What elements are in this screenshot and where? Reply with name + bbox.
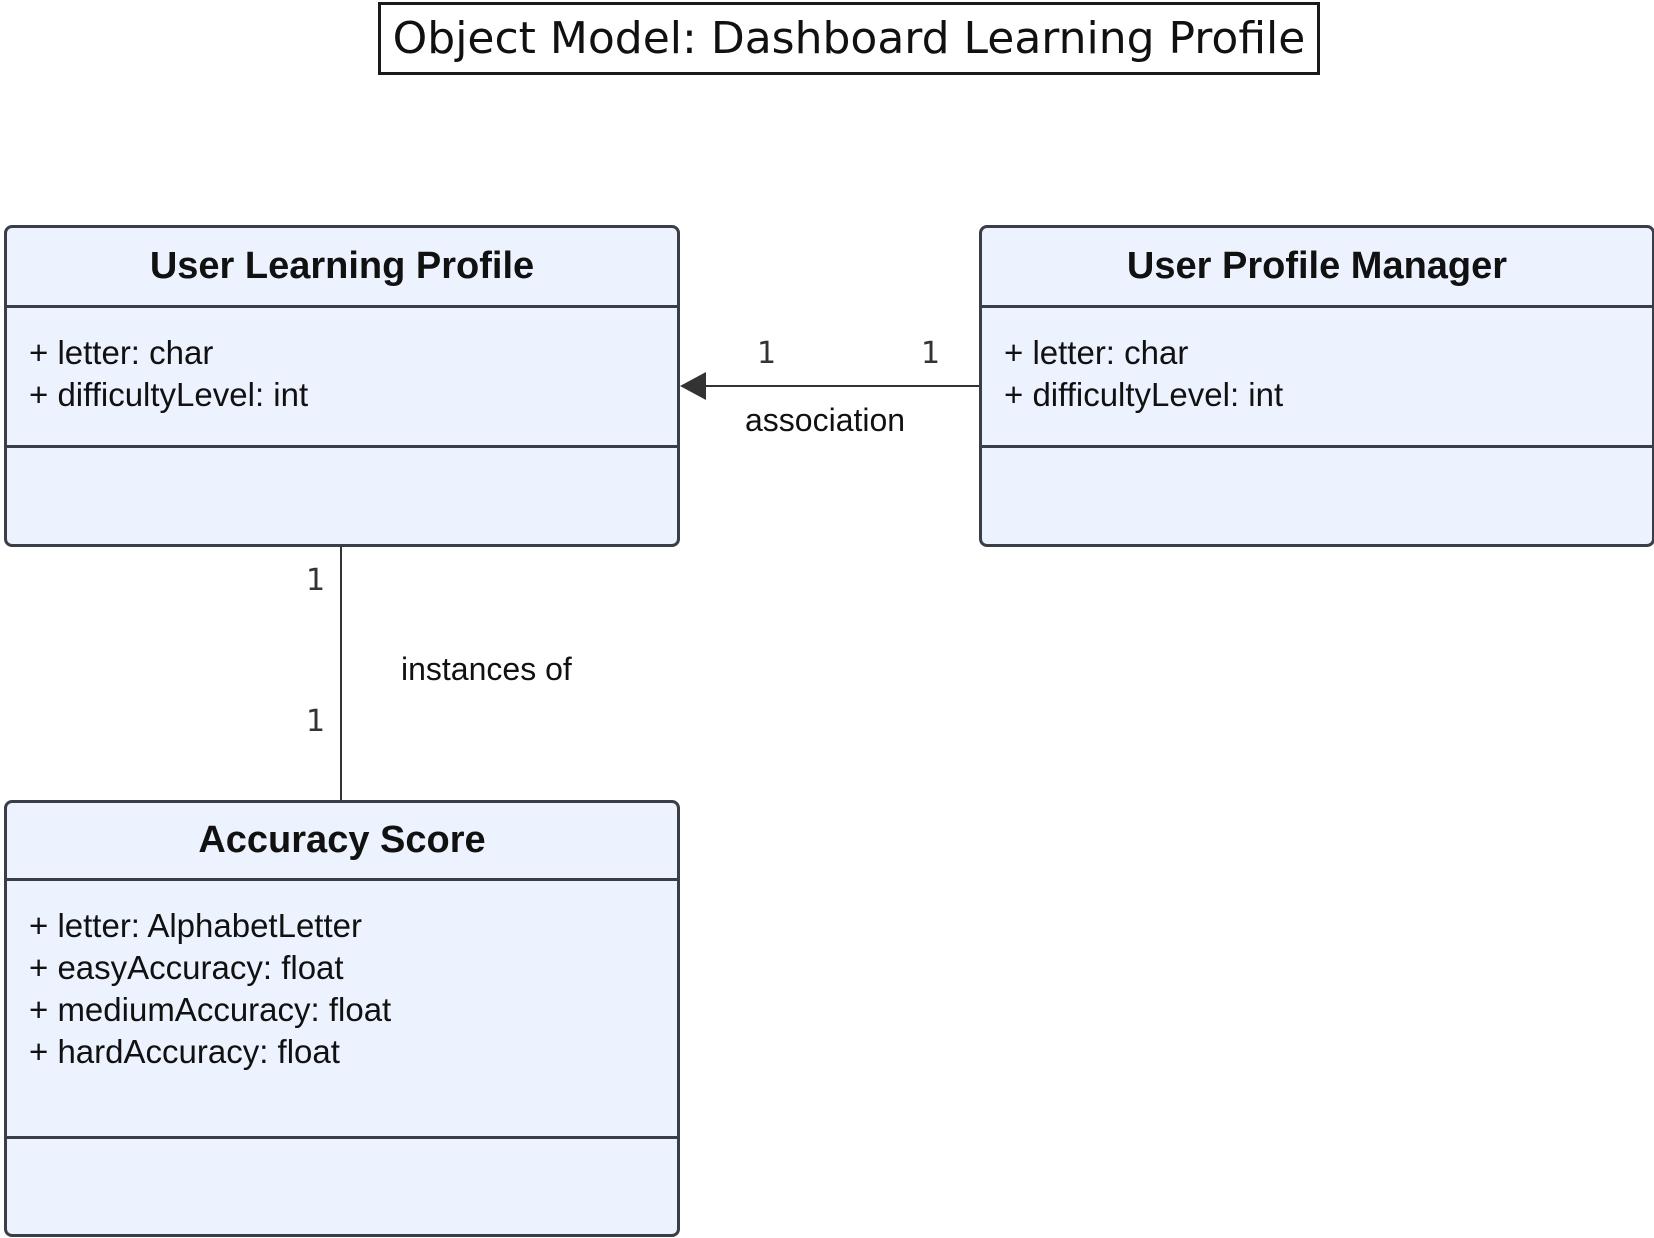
attribute: + difficultyLevel: int [29,376,309,413]
association-multiplicity-target: 1 [757,336,777,371]
attribute: + letter: char [1004,334,1189,371]
class-attributes: + letter: AlphabetLetter + easyAccuracy:… [7,881,677,1139]
instances-of-multiplicity-source: 1 [306,563,326,598]
association-label: association [745,402,906,438]
class-name: Accuracy Score [7,803,677,881]
class-name: User Learning Profile [7,228,677,308]
arrowhead-icon [680,372,706,400]
attribute: + letter: AlphabetLetter [29,907,362,944]
attribute: + mediumAccuracy: float [29,991,392,1028]
instances-of-multiplicity-target: 1 [306,704,326,739]
class-name: User Profile Manager [982,228,1652,308]
attribute: + easyAccuracy: float [29,949,344,986]
instances-of-label: instances of [401,651,572,687]
class-user-learning-profile[interactable]: User Learning Profile + letter: char + d… [4,225,680,547]
association-multiplicity-source: 1 [921,336,941,371]
class-attributes: + letter: char + difficultyLevel: int [982,308,1652,448]
class-attributes: + letter: char + difficultyLevel: int [7,308,677,448]
attribute: + letter: char [29,334,214,371]
diagram-title: Object Model: Dashboard Learning Profile [378,2,1320,75]
class-user-profile-manager[interactable]: User Profile Manager + letter: char + di… [979,225,1654,547]
attribute: + difficultyLevel: int [1004,376,1284,413]
attribute: + hardAccuracy: float [29,1033,340,1070]
class-accuracy-score[interactable]: Accuracy Score + letter: AlphabetLetter … [4,800,680,1237]
